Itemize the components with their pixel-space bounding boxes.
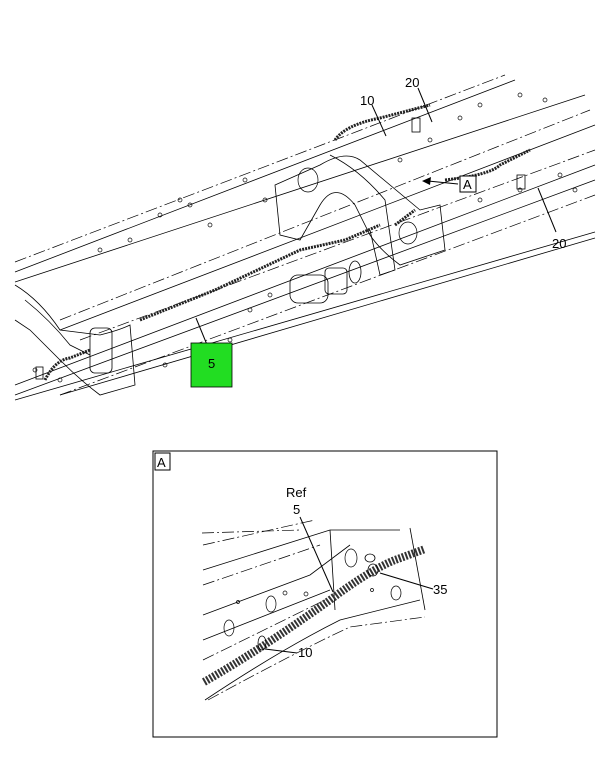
crossmember-rear	[274, 154, 446, 276]
detail-harness	[202, 545, 427, 686]
detail-callout-10[interactable]: 10	[298, 645, 312, 660]
clips	[35, 117, 526, 380]
detail-view-title-box	[154, 452, 171, 471]
callout-20-top[interactable]: 20	[405, 75, 419, 90]
callout-20-right[interactable]: 20	[552, 236, 566, 251]
detail-callout-35[interactable]: 35	[433, 582, 447, 597]
frame-holes	[32, 92, 578, 383]
detail-callout-5[interactable]: 5	[293, 502, 300, 517]
highlighted-callout-box[interactable]	[190, 342, 233, 388]
callout-10[interactable]: 10	[360, 93, 374, 108]
detail-view-title: A	[157, 455, 166, 470]
harness-main	[43, 103, 531, 381]
brake-chamber	[289, 260, 362, 304]
view-a-reference-label[interactable]: A	[463, 177, 472, 192]
frame-rails	[14, 74, 596, 401]
detail-leader-lines	[264, 516, 434, 654]
callout-5[interactable]: 5	[208, 356, 215, 371]
detail-clips	[257, 553, 379, 651]
detail-ref-label: Ref	[286, 485, 307, 500]
view-a-reference-box[interactable]	[459, 175, 477, 193]
detail-frame-lines	[201, 519, 426, 701]
leader-lines	[195, 87, 557, 353]
detail-view-frame	[152, 450, 498, 738]
